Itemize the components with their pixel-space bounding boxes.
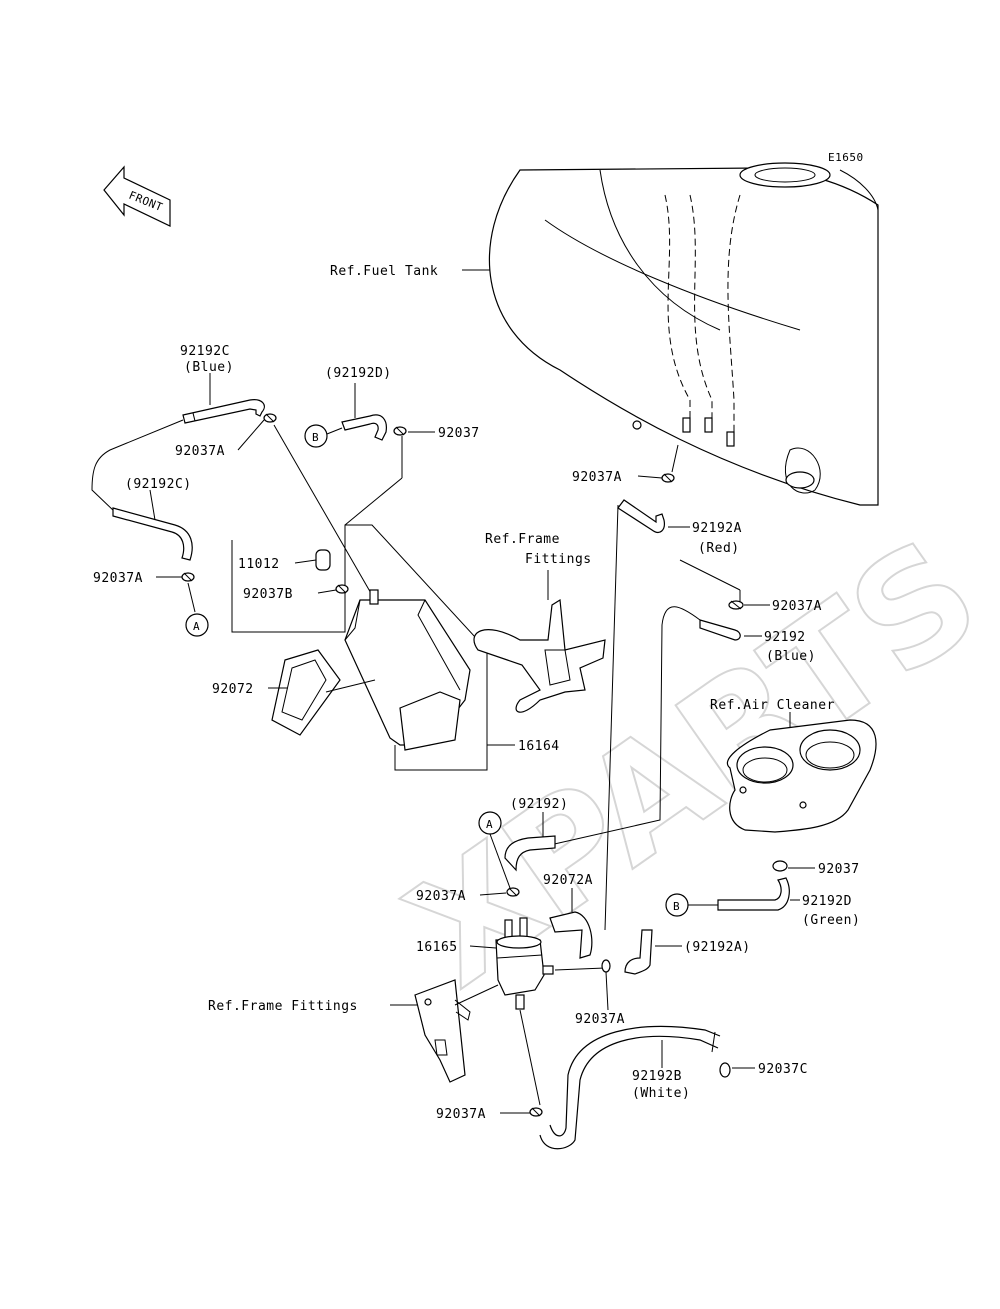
svg-text:B: B xyxy=(312,431,319,444)
label-92037A-5: 92037A xyxy=(416,889,466,904)
label-92192D: 92192D xyxy=(802,894,852,909)
label-92037C: 92037C xyxy=(758,1062,808,1077)
label-92037-2: 92037 xyxy=(818,862,860,877)
hose-92192 xyxy=(699,619,741,641)
label-92037A-3: 92037A xyxy=(572,470,622,485)
label-92037A-6: 92037A xyxy=(575,1012,625,1027)
label-92192-paren: (92192) xyxy=(510,797,568,812)
label-92192C-paren: (92192C) xyxy=(125,477,192,492)
hose-92192C xyxy=(182,399,265,424)
clamp-icon xyxy=(393,426,407,436)
label-16165: 16165 xyxy=(416,940,458,955)
clamp-icon xyxy=(181,572,195,582)
hose-92192A xyxy=(617,499,665,533)
bracket-92072 xyxy=(271,649,341,736)
hose-92192B xyxy=(539,1025,721,1150)
hose-92192C-lower xyxy=(112,507,193,561)
callout-b: B xyxy=(304,424,328,448)
bracket-92072A xyxy=(549,911,593,959)
label-92037-1: 92037 xyxy=(438,426,480,441)
label-air-cleaner: Ref.Air Cleaner xyxy=(710,698,835,713)
label-11012: 11012 xyxy=(238,557,280,572)
diagram-code: E1650 xyxy=(828,151,864,164)
label-frame-fittings-2: Ref.Frame Fittings xyxy=(208,999,358,1014)
callout-b: B xyxy=(665,893,689,917)
label-92192B-color: (White) xyxy=(632,1086,690,1101)
clamp-icon xyxy=(728,600,744,610)
canister-16164 xyxy=(344,589,471,751)
label-92037A-4: 92037A xyxy=(772,599,822,614)
hose-92192D xyxy=(717,877,790,911)
label-92192C-color: (Blue) xyxy=(184,360,234,375)
label-92192A-paren: (92192A) xyxy=(684,940,751,955)
hose-92192D-top xyxy=(341,414,387,441)
label-92192-color: (Blue) xyxy=(766,649,816,664)
callout-a: A xyxy=(185,613,209,637)
label-92037A-1: 92037A xyxy=(175,444,225,459)
label-92192B: 92192B xyxy=(632,1069,682,1084)
label-92037B: 92037B xyxy=(243,587,293,602)
label-92192A-color: (Red) xyxy=(698,541,740,556)
clamp-icon xyxy=(661,473,675,483)
clamp-icon xyxy=(719,1062,731,1078)
label-frame-fittings-1a: Ref.Frame xyxy=(485,532,560,547)
hose-92192-lower xyxy=(504,835,556,872)
label-92037A-7: 92037A xyxy=(436,1107,486,1122)
svg-text:A: A xyxy=(486,818,493,831)
frame-fittings-2 xyxy=(414,979,471,1083)
hose-92192A-lower xyxy=(624,929,653,975)
callout-a: A xyxy=(478,811,502,835)
label-fuel-tank: Ref.Fuel Tank xyxy=(330,264,438,279)
label-92192D-color: (Green) xyxy=(802,913,860,928)
label-92072A: 92072A xyxy=(543,873,593,888)
group-bracket-16164 xyxy=(231,524,488,771)
label-92192: 92192 xyxy=(764,630,806,645)
label-92192C: 92192C xyxy=(180,344,230,359)
fuel-filter-16165 xyxy=(495,917,554,1010)
clamp-icon xyxy=(335,584,349,594)
label-frame-fittings-1b: Fittings xyxy=(525,552,592,567)
label-92192A: 92192A xyxy=(692,521,742,536)
frame-fittings-1 xyxy=(473,598,606,713)
air-cleaner xyxy=(726,719,877,833)
cap-11012 xyxy=(315,549,331,571)
clamp-icon xyxy=(506,887,520,897)
label-92072: 92072 xyxy=(212,682,254,697)
front-arrow-icon: FRONT xyxy=(103,165,171,227)
label-92192D-top: (92192D) xyxy=(325,366,392,381)
clamp-icon xyxy=(263,413,277,423)
svg-text:A: A xyxy=(193,620,200,633)
fuel-tank xyxy=(488,162,879,506)
svg-text:B: B xyxy=(673,900,680,913)
clamp-icon xyxy=(529,1107,543,1117)
label-92037A-2: 92037A xyxy=(93,571,143,586)
clamp-icon xyxy=(772,860,788,872)
label-16164: 16164 xyxy=(518,739,560,754)
clamp-icon xyxy=(601,959,611,973)
